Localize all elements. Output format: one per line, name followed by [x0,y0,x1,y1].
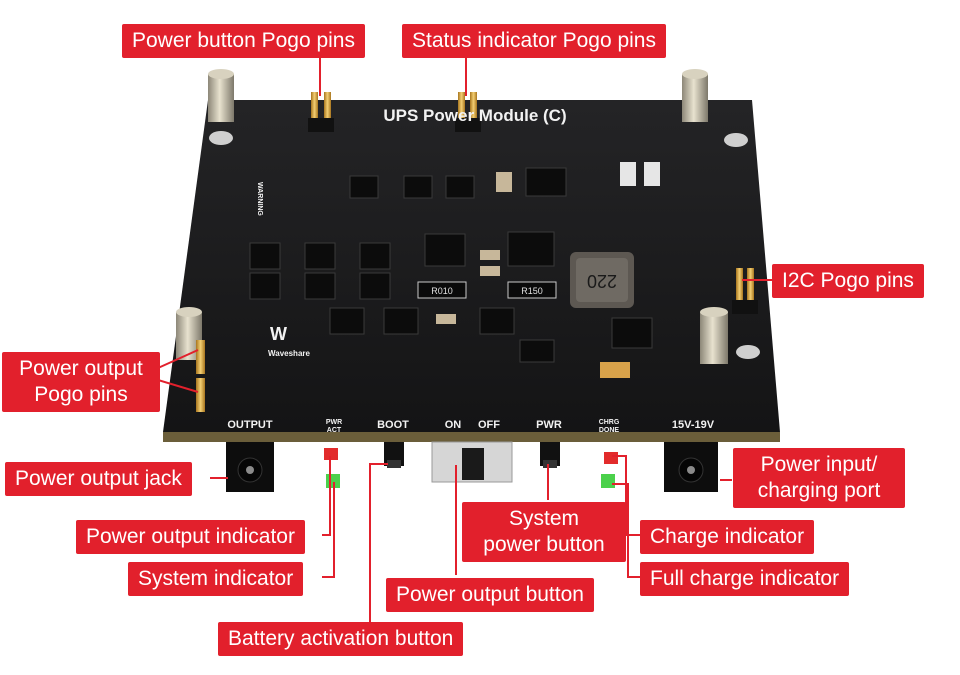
charge-leds-right [601,452,618,488]
callout-line: Power output [19,357,143,380]
label-pwr-act-1: PWR [326,419,342,426]
callout-power-input-port: Power input/ charging port [733,448,905,508]
callout-line: charging port [757,479,881,502]
callout-battery-activation-button: Battery activation button [218,622,464,656]
callout-power-output-indicator: Power output indicator [76,520,305,554]
label-off: OFF [478,419,500,431]
callout-power-output-jack: Power output jack [5,462,192,496]
callout-charge-indicator: Charge indicator [640,520,815,554]
label-input-voltage: 15V-19V [672,419,715,431]
power-output-jack [226,442,274,492]
label-chrg-done-1: CHRG [599,419,620,426]
warning-label: WARNING [256,182,263,216]
standoff-top-right [682,69,748,147]
power-button-pogo-pins [308,92,334,132]
callout-i2c-pogo: I2C Pogo pins [772,264,924,298]
callout-power-output-button: Power output button [386,578,594,612]
callout-line: Pogo pins [34,383,128,406]
pcb-edge [163,432,780,442]
label-chrg-done-2: DONE [599,427,620,434]
callout-full-charge-indicator: Full charge indicator [640,562,850,596]
label-boot: BOOT [377,419,409,431]
status-indicator-pogo-pins [455,92,481,132]
board-title: UPS Power Module (C) [383,106,566,125]
label-output: OUTPUT [227,419,273,431]
callout-line: Power input/ [760,453,878,476]
label-pwr: PWR [536,419,562,431]
i2c-pogo-pins [732,268,758,314]
label-on: ON [445,419,462,431]
power-output-switch [431,441,513,483]
standoff-bottom-right [700,307,760,364]
standoff-top-left [208,69,234,145]
callout-line: power button [483,533,605,556]
power-input-port [664,442,718,492]
callout-system-power-button: System power button [462,502,626,562]
leader-lines [157,56,772,628]
system-leds-left [324,448,340,488]
callout-line: System [508,507,579,530]
system-power-button [540,442,560,468]
inductor-label: 220 [587,271,617,291]
power-output-pogo-pins [196,340,205,412]
callout-power-button-pogo: Power button Pogo pins [122,24,365,58]
resistor-label: R010 [431,286,453,296]
inductor: 220 [570,252,634,308]
battery-activation-button [384,442,404,468]
chip-grid [249,167,653,363]
resistor-label: R150 [521,286,543,296]
callout-status-indicator-pogo: Status indicator Pogo pins [402,24,666,58]
passive-components [436,172,630,378]
resistors: R010 R150 [417,162,660,299]
brand-name: Waveshare [268,349,311,358]
label-pwr-act-2: ACT [327,427,342,434]
brand-logo: W Waveshare [268,324,311,358]
brand-logo-mark: W [270,324,287,344]
callout-power-output-pogo: Power output Pogo pins [2,352,160,412]
callout-system-indicator: System indicator [128,562,304,596]
